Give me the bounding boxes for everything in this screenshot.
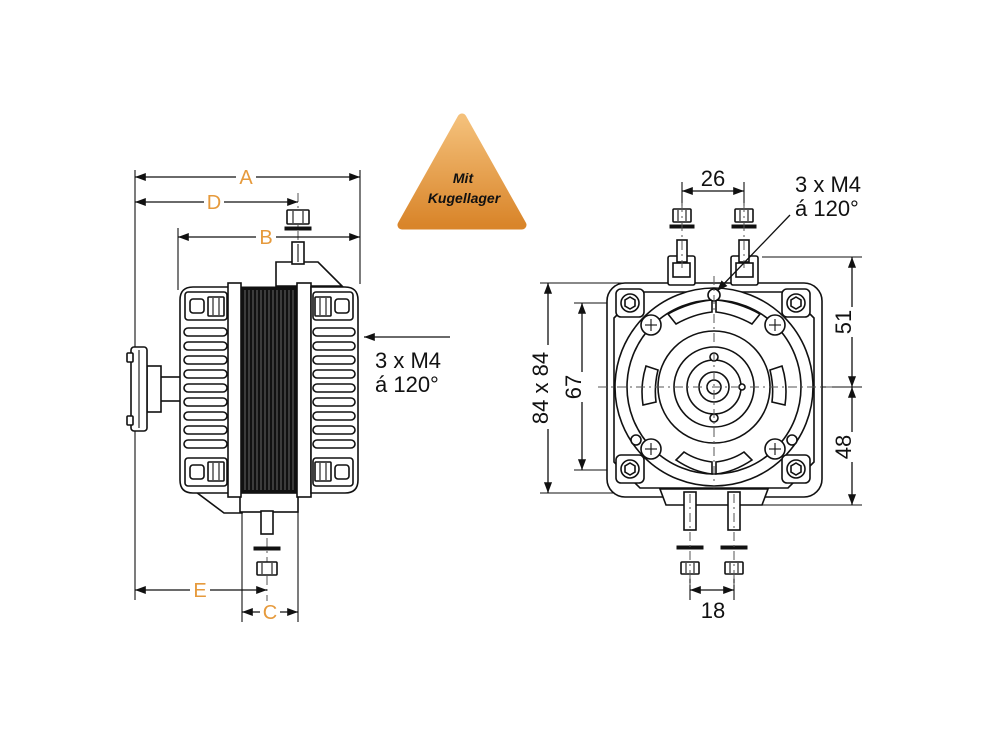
front-mounting-note-line1: 3 x M4 (795, 172, 861, 197)
bolt-icon (314, 461, 332, 482)
dimension-b: B (178, 226, 361, 249)
rear-end-cap (179, 286, 231, 494)
dimension-lower-height: 48 (831, 386, 857, 506)
bolt-icon (207, 296, 225, 317)
dimension-18-label: 18 (701, 598, 725, 623)
bottom-screw-set (253, 510, 281, 576)
bolt-icon (314, 296, 332, 317)
side-mounting-note: 3 x M4 á 120° (363, 332, 450, 397)
dimension-c: C (242, 601, 299, 624)
washer-icon (253, 546, 281, 551)
badge-line2: Kugellager (428, 190, 502, 206)
dimension-d-label: D (207, 192, 221, 214)
front-mounting-note-line2: á 120° (795, 196, 859, 221)
side-mounting-note-line2: á 120° (375, 372, 439, 397)
badge-line1: Mit (453, 170, 475, 186)
top-terminals (667, 203, 759, 286)
washer-icon (284, 226, 312, 231)
plus-boss-icon (764, 438, 786, 460)
corner-screw-icon (620, 459, 640, 479)
dimension-67-label: 67 (561, 375, 586, 399)
corner-screw-icon (786, 459, 806, 479)
plus-boss-icon (640, 314, 662, 336)
plus-boss-icon (640, 438, 662, 460)
shaft-flange (126, 346, 183, 432)
dimension-e: E (135, 579, 267, 602)
dimension-48-label: 48 (831, 435, 856, 459)
dimension-c-label: C (263, 602, 277, 624)
stator-lamination (227, 282, 312, 498)
front-mounting-note: 3 x M4 á 120° (716, 172, 861, 292)
front-view: 26 18 84 x 84 67 51 48 (528, 166, 862, 623)
front-end-cap (310, 286, 359, 494)
dimension-terminal-spacing-bottom: 18 (690, 585, 734, 623)
corner-screw-icon (786, 293, 806, 313)
dimension-b-label: B (259, 227, 272, 249)
dimension-terminal-spacing-top: 26 (682, 166, 744, 196)
bottom-terminals (658, 488, 770, 585)
nut-icon (286, 209, 310, 225)
top-screw-set (284, 209, 312, 231)
dimension-housing-size: 84 x 84 (528, 282, 553, 494)
housing-front (598, 276, 832, 502)
dimension-upper-height: 51 (831, 256, 857, 388)
corner-screw-icon (620, 293, 640, 313)
dimension-26-label: 26 (701, 166, 725, 191)
dimension-a: A (135, 166, 361, 189)
dimension-hole-spacing: 67 (561, 302, 587, 471)
side-view: A D B E C (126, 166, 450, 624)
plus-boss-icon (764, 314, 786, 336)
side-mounting-note-line1: 3 x M4 (375, 348, 441, 373)
dimension-84x84-label: 84 x 84 (528, 352, 553, 424)
dimension-e-label: E (193, 580, 206, 602)
dimension-a-label: A (239, 167, 253, 189)
dimension-d: D (135, 191, 299, 214)
ball-bearing-badge: Mit Kugellager (397, 113, 527, 230)
bolt-icon (207, 461, 225, 482)
mounting-bracket-top (275, 241, 344, 287)
dimension-51-label: 51 (831, 310, 856, 334)
nut-icon (256, 561, 278, 576)
